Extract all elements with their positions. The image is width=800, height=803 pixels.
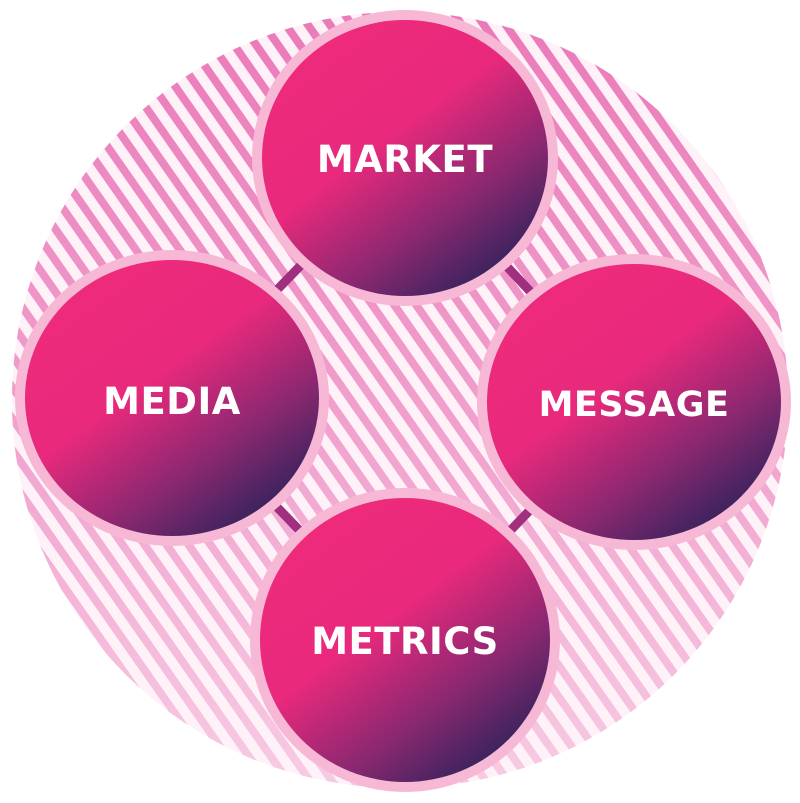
node-metrics-label: METRICS — [311, 620, 499, 663]
node-group: MARKET MEDIA MESSAGE METRICS — [15, 10, 791, 792]
node-metrics-circle — [260, 498, 550, 782]
node-message: MESSAGE — [477, 254, 791, 550]
node-message-label: MESSAGE — [539, 385, 730, 425]
node-market-circle — [262, 20, 548, 296]
node-message-circle — [487, 264, 781, 540]
node-market-label: MARKET — [317, 138, 493, 181]
node-media-circle — [25, 260, 319, 536]
node-media-label: MEDIA — [103, 380, 241, 423]
node-media: MEDIA — [15, 250, 329, 546]
node-market: MARKET — [252, 10, 558, 306]
node-metrics: METRICS — [250, 488, 560, 792]
